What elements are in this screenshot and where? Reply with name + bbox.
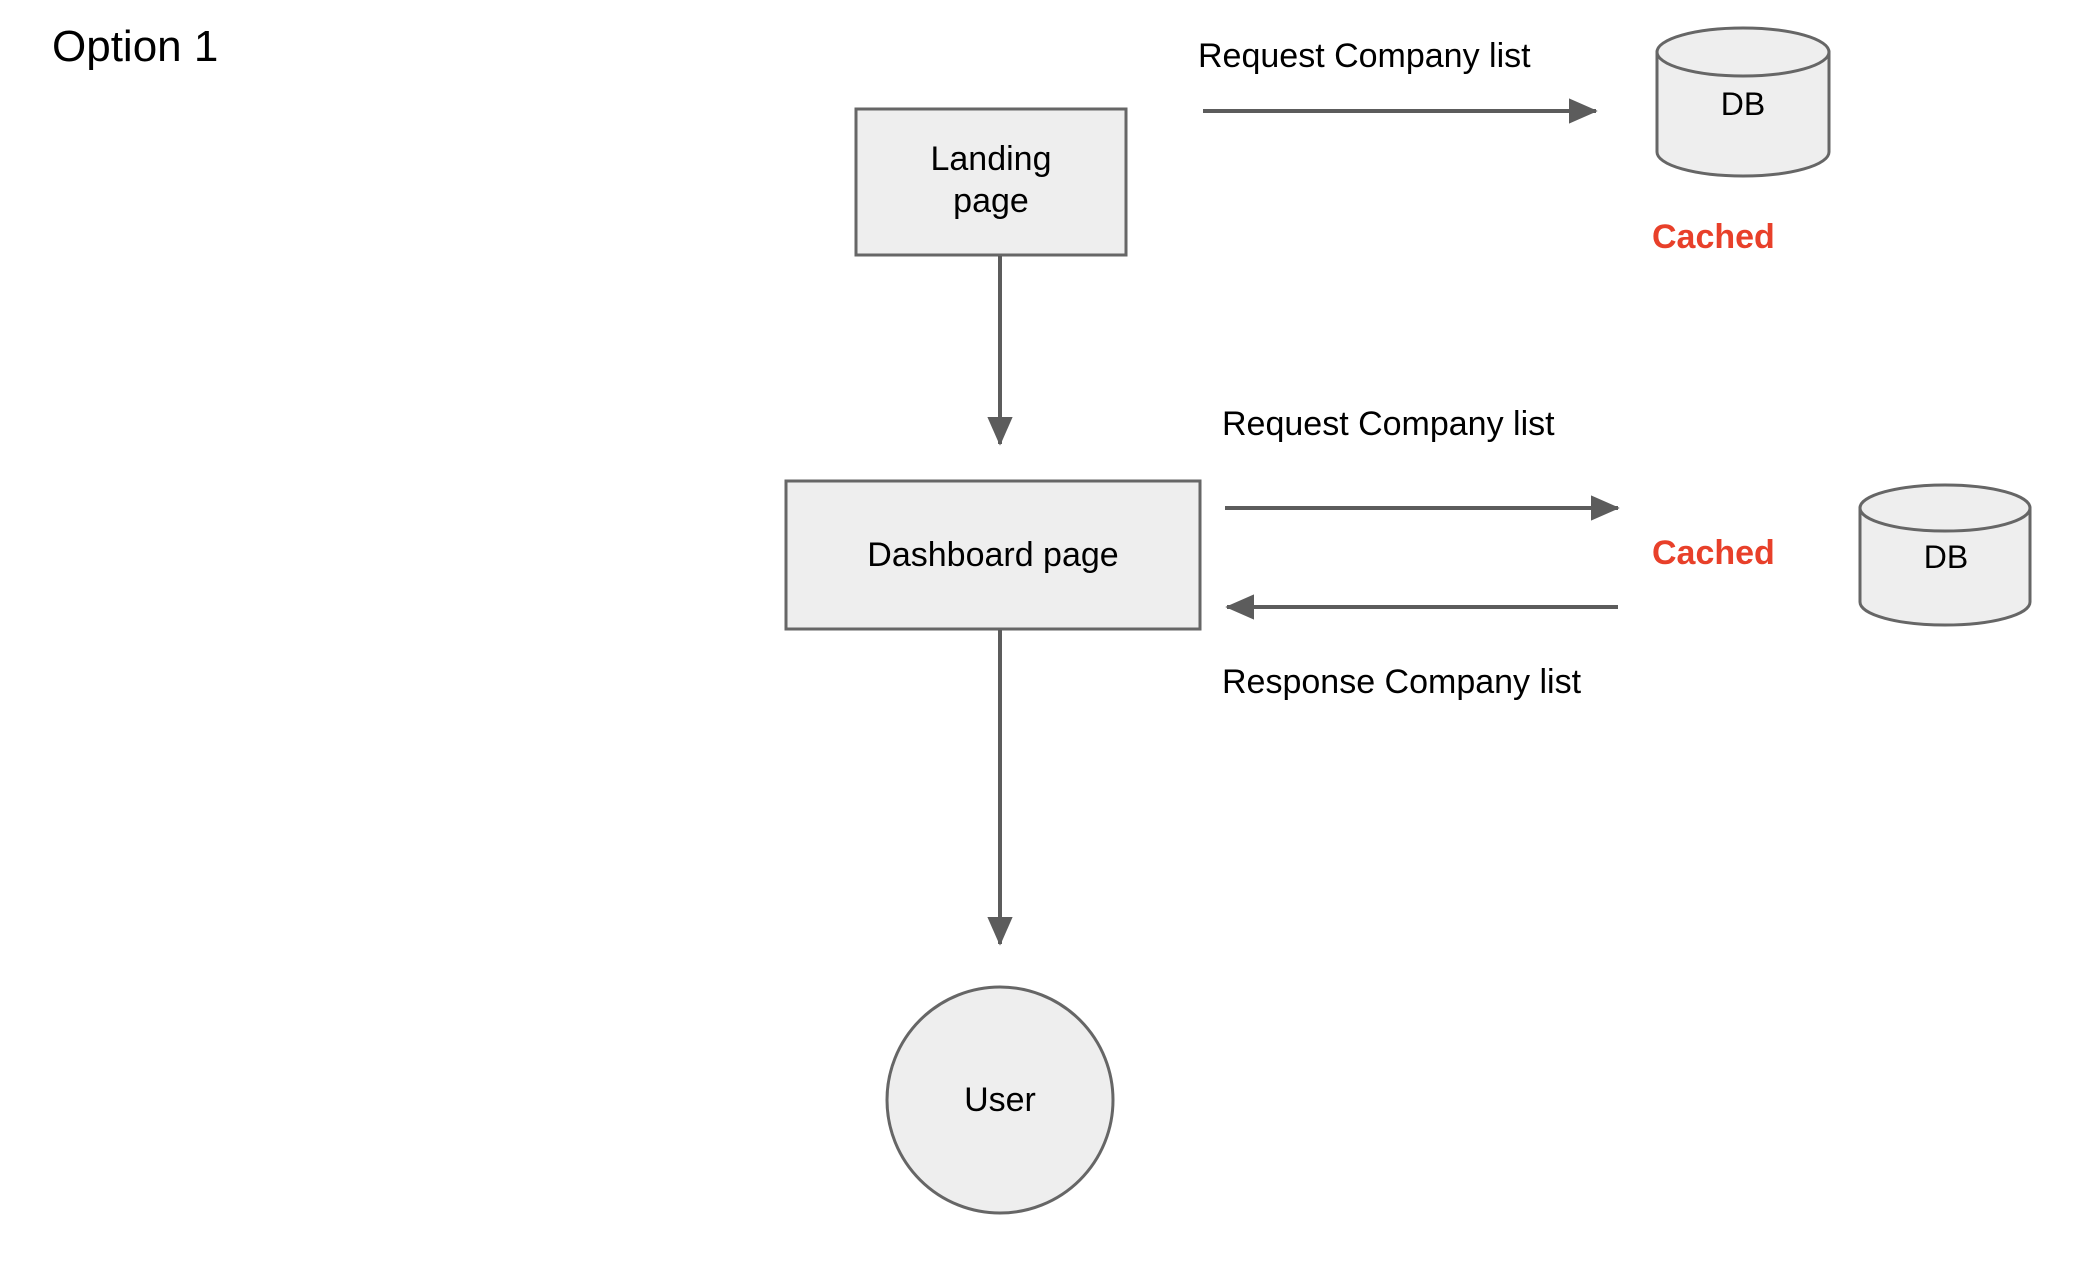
cached-badge-mid: Cached bbox=[1652, 534, 1775, 572]
db-top-node[interactable] bbox=[1655, 26, 1831, 178]
user-node[interactable] bbox=[885, 985, 1115, 1215]
edge-label-request-mid: Request Company list bbox=[1222, 405, 1555, 443]
db-mid-node[interactable] bbox=[1858, 483, 2032, 627]
landing-page-node[interactable] bbox=[854, 107, 1128, 257]
edge-label-request-top: Request Company list bbox=[1198, 37, 1531, 75]
page-title: Option 1 bbox=[52, 22, 219, 71]
edge-label-response-mid: Response Company list bbox=[1222, 663, 1582, 701]
dashboard-page-node[interactable] bbox=[784, 479, 1202, 631]
cached-badge-top: Cached bbox=[1652, 218, 1775, 256]
